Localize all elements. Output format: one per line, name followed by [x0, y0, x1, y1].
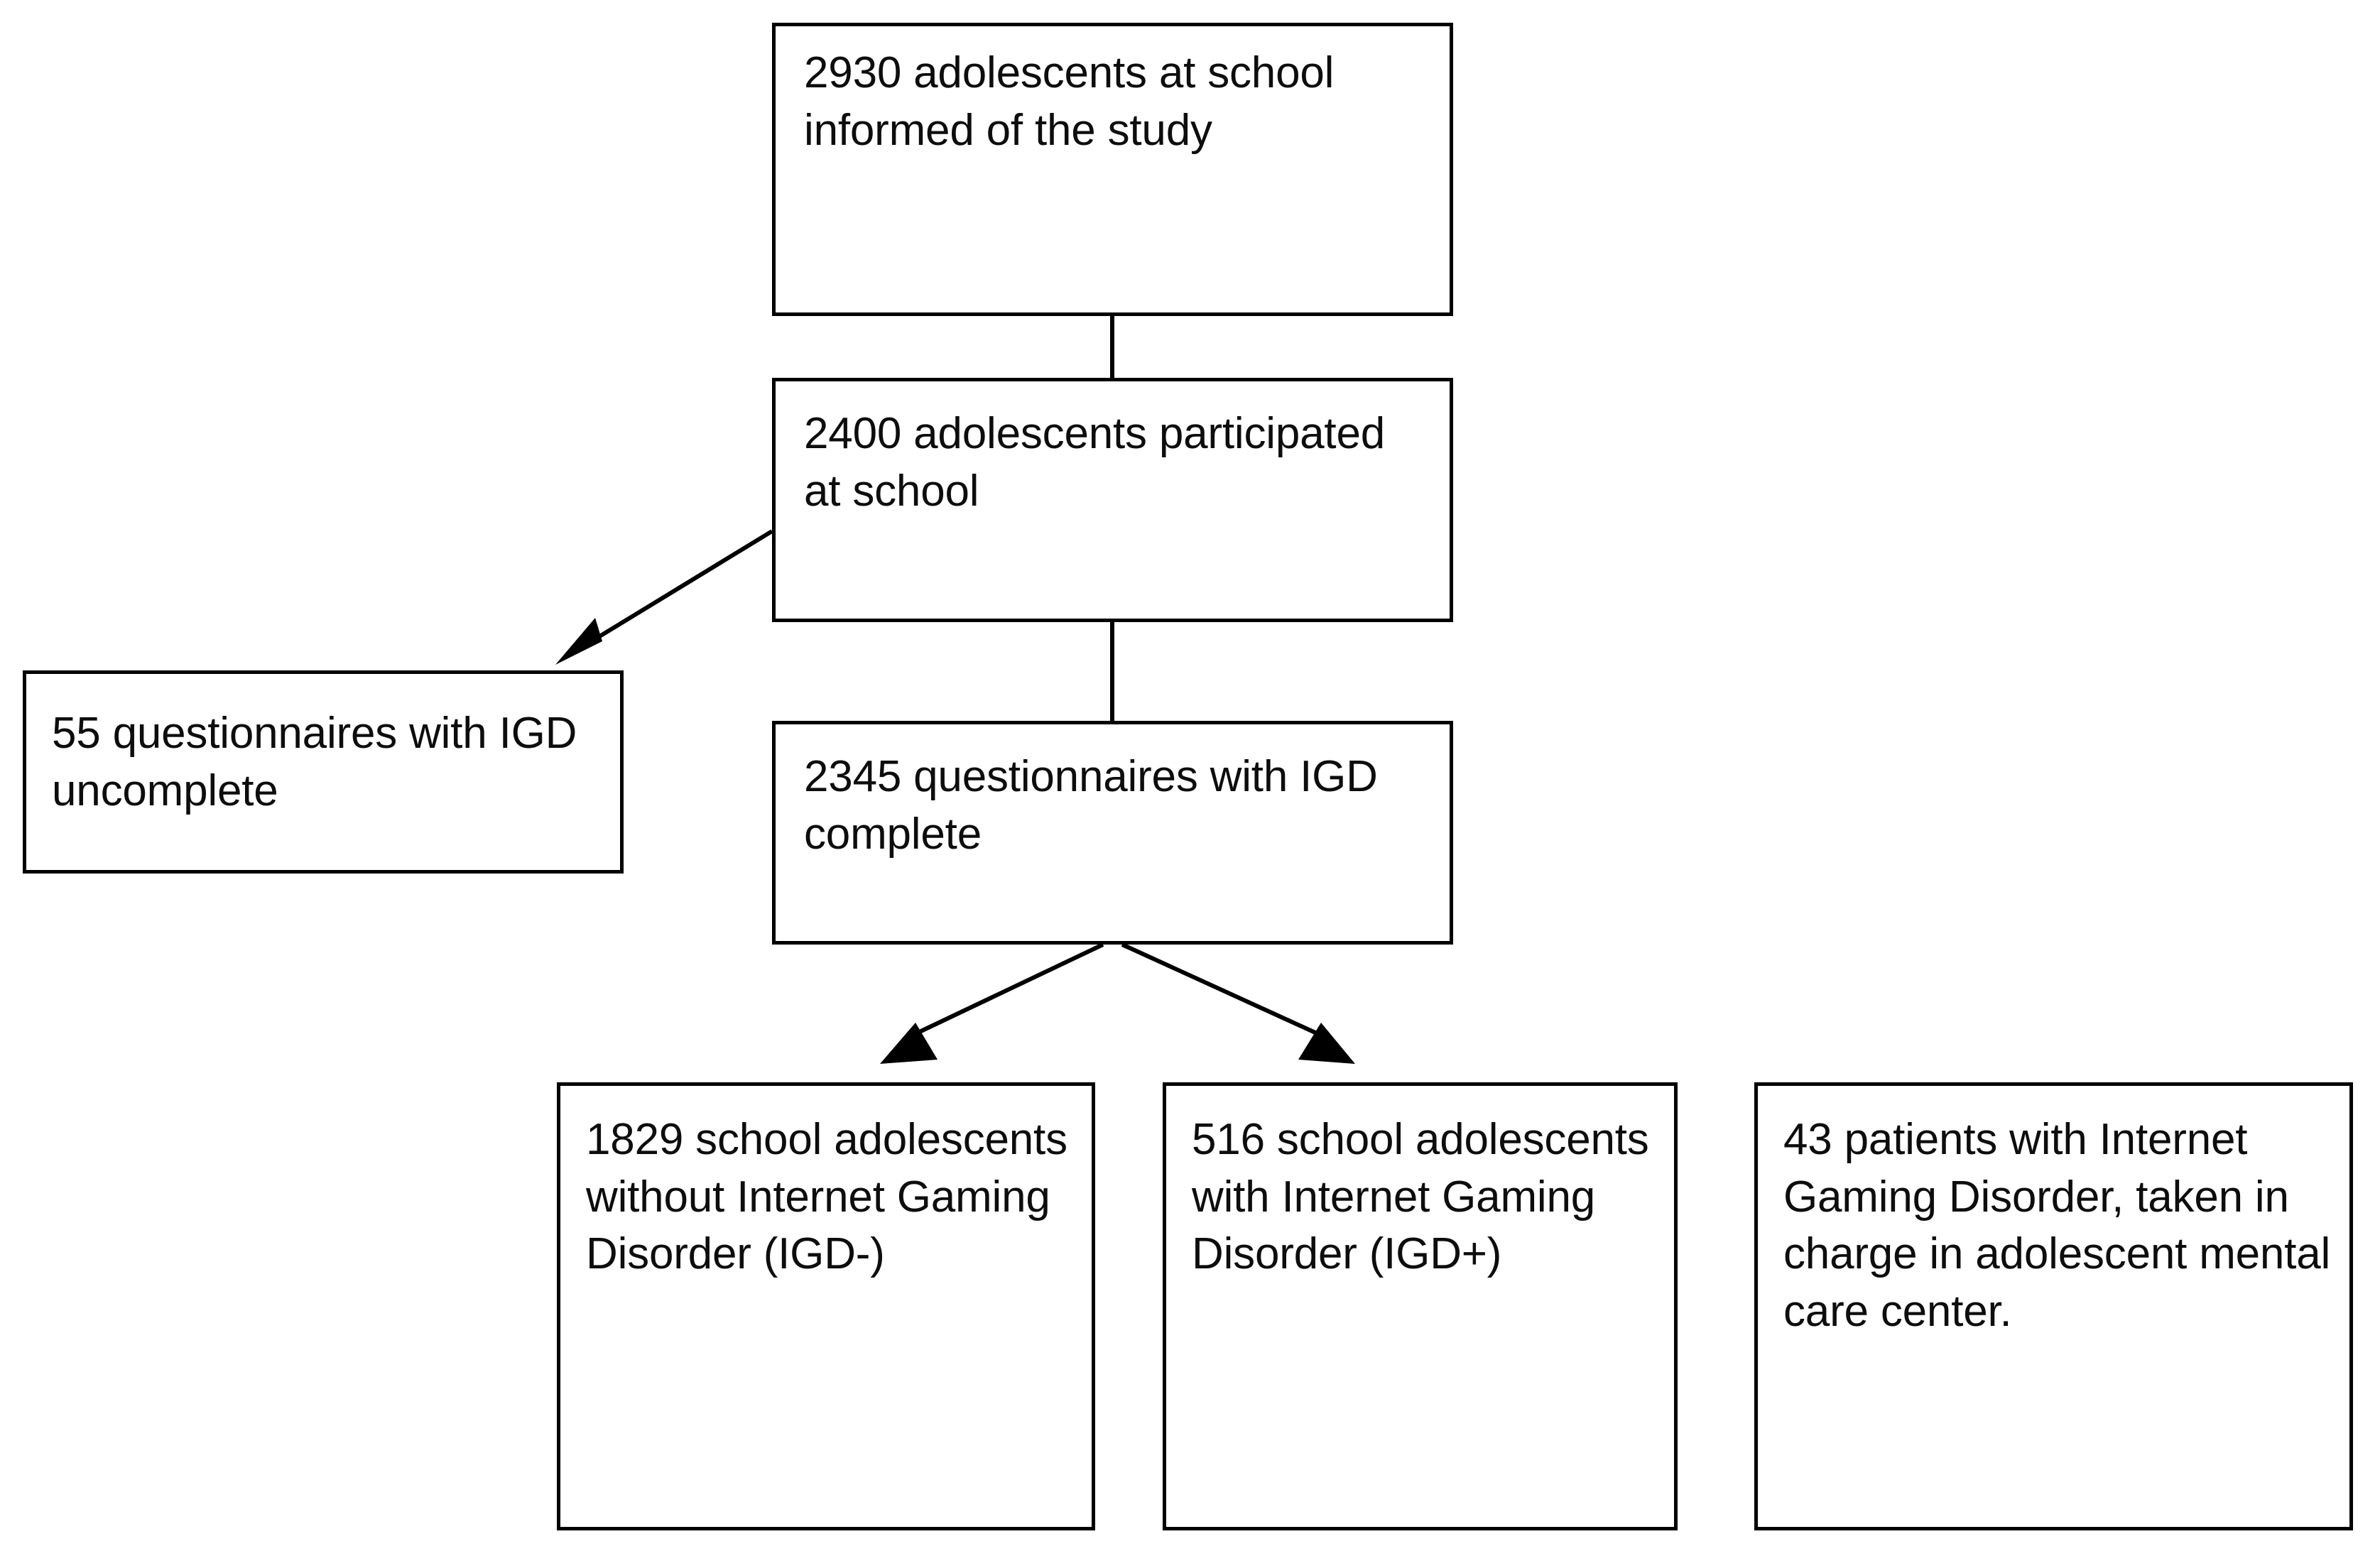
arrowhead-igd-negative: [880, 1023, 938, 1064]
igd-negative-box-label: 1829 school adolescents without Internet…: [586, 1115, 1067, 1279]
edge-complete-to-igd-positive: [1121, 942, 1326, 1039]
informed-box[interactable]: 2930 adolescents at school informed of t…: [772, 23, 1453, 316]
edge-participated-to-uncomplete: [580, 529, 773, 650]
complete-box-label: 2345 questionnaires with IGD complete: [804, 752, 1378, 859]
participated-box-label: 2400 adolescents participated at school: [804, 409, 1386, 516]
patients-box-label: 43 patients with Internet Gaming Disorde…: [1783, 1115, 2331, 1336]
uncomplete-box-label: 55 questionnaires with IGD uncomplete: [52, 709, 577, 815]
participated-box[interactable]: 2400 adolescents participated at school: [772, 378, 1453, 622]
igd-negative-box[interactable]: 1829 school adolescents without Internet…: [557, 1082, 1095, 1530]
patients-box[interactable]: 43 patients with Internet Gaming Disorde…: [1754, 1082, 2353, 1530]
arrowhead-uncomplete: [555, 618, 602, 665]
igd-positive-box-label: 516 school adolescents with Internet Gam…: [1192, 1115, 1649, 1279]
arrowhead-igd-positive: [1298, 1023, 1355, 1064]
edge-complete-to-igd-negative: [911, 942, 1104, 1038]
igd-positive-box[interactable]: 516 school adolescents with Internet Gam…: [1163, 1082, 1678, 1530]
complete-box[interactable]: 2345 questionnaires with IGD complete: [772, 721, 1453, 945]
informed-box-label: 2930 adolescents at school informed of t…: [804, 48, 1335, 155]
uncomplete-box[interactable]: 55 questionnaires with IGD uncomplete: [23, 670, 624, 874]
